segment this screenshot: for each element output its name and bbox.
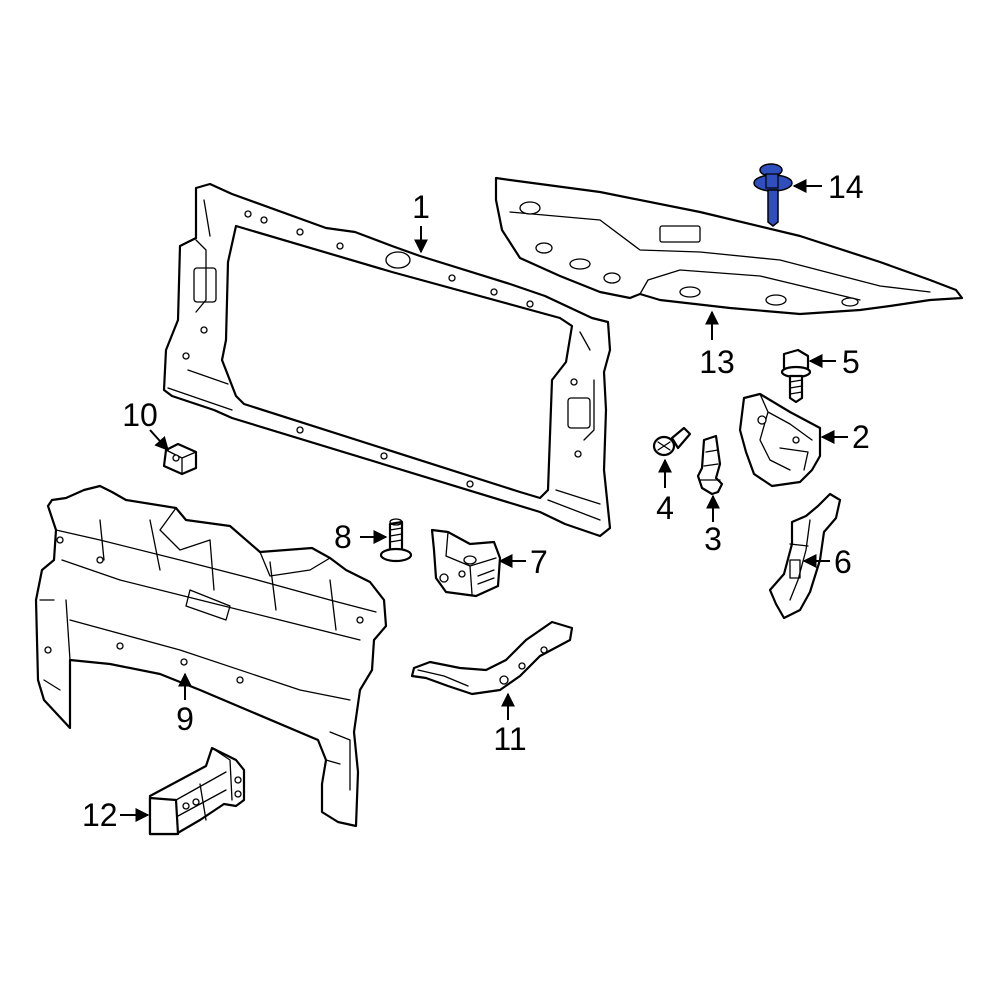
- callout-10: 10: [122, 397, 158, 433]
- callout-8: 8: [334, 519, 352, 555]
- callout-7: 7: [530, 544, 548, 580]
- clip-nut[interactable]: [162, 442, 198, 476]
- callout-1: 1: [412, 189, 430, 225]
- radiator-support-frame[interactable]: [162, 182, 612, 538]
- upper-cover-panel[interactable]: [494, 176, 964, 316]
- push-pin-fastener[interactable]: [753, 163, 793, 227]
- callout-14: 14: [828, 169, 864, 205]
- leader-lines: [120, 179, 848, 822]
- callout-3: 3: [704, 521, 722, 557]
- callout-6: 6: [834, 544, 852, 580]
- callout-labels: 1 2 3 4 5 6 7 8 9 10 11 12 13 14: [82, 169, 870, 833]
- leader-10: [149, 429, 169, 452]
- callout-13: 13: [699, 344, 735, 380]
- crush-can-tube[interactable]: [148, 746, 246, 836]
- callout-5: 5: [842, 344, 860, 380]
- side-bracket[interactable]: [768, 492, 842, 620]
- callout-9: 9: [176, 701, 194, 737]
- lower-crossmember[interactable]: [34, 484, 388, 828]
- callout-2: 2: [852, 419, 870, 455]
- retainer-clip[interactable]: [696, 434, 724, 496]
- mounting-bracket[interactable]: [738, 392, 822, 488]
- callout-12: 12: [82, 797, 118, 833]
- callout-11: 11: [493, 721, 526, 757]
- screw[interactable]: [652, 426, 692, 457]
- push-pin-shank: [767, 189, 779, 227]
- push-pin-body: [765, 173, 779, 189]
- support-bracket[interactable]: [430, 528, 502, 598]
- callout-4: 4: [656, 490, 674, 526]
- flange-bolt[interactable]: [780, 348, 812, 404]
- lower-bracket-strip[interactable]: [410, 620, 574, 696]
- shoulder-bolt[interactable]: [379, 518, 413, 563]
